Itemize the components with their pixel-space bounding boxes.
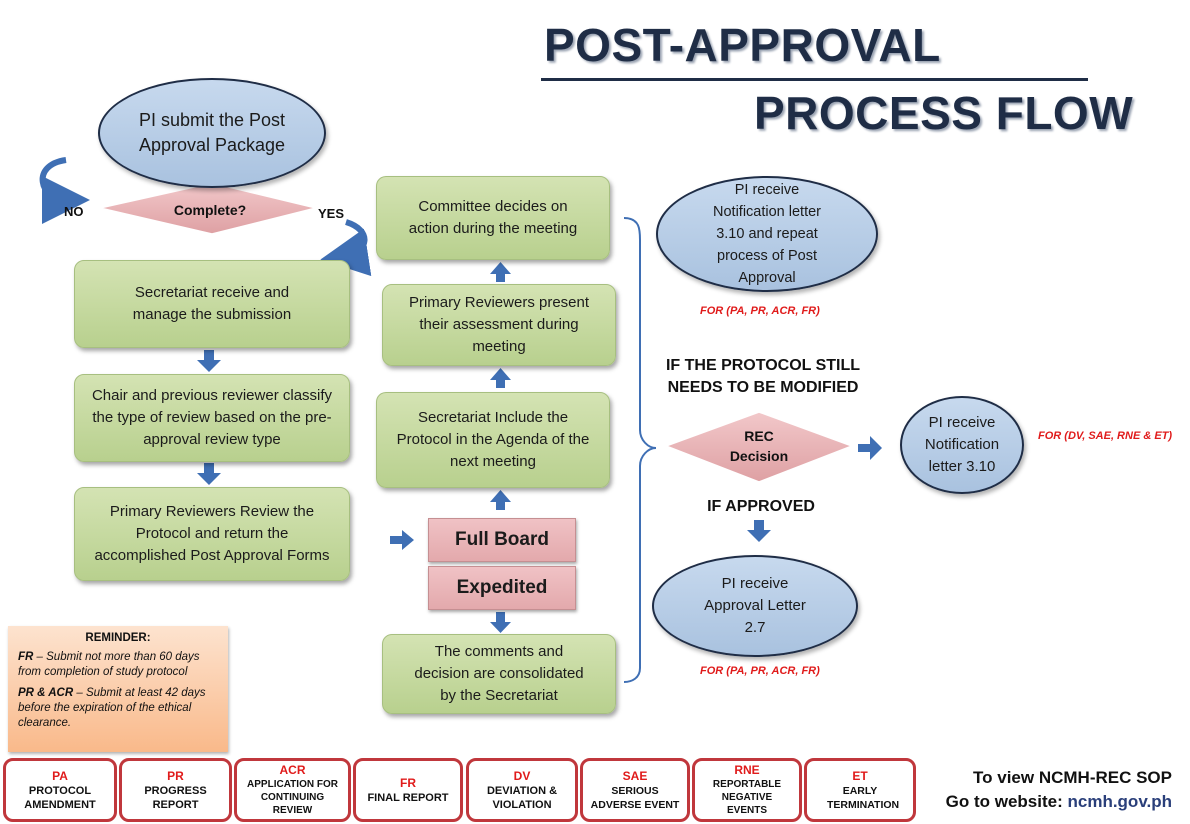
yes-label: YES [318,206,345,221]
start-text: PI submit the Post Approval Package [138,110,286,155]
approval-text: PI receive Approval Letter 2.7 [704,575,806,636]
step-primary-review-text: Primary Reviewers Review the Protocol an… [94,503,330,564]
down-arrow-2 [197,463,221,485]
step-present-assessment: Primary Reviewers present their assessme… [382,284,616,366]
legend-et-name: EARLY TERMINATION [827,784,900,811]
notify-repeat-for: FOR (PA, PR, ACR, FR) [700,305,820,317]
legend-et: ET EARLY TERMINATION [804,758,916,822]
reminder-item-fr: FR – Submit not more than 60 days from c… [18,650,218,680]
legend-et-abbr: ET [852,768,868,783]
modify-label: IF THE PROTOCOL STILL NEEDS TO BE MODIFI… [665,357,861,396]
start-ellipse: PI submit the Post Approval Package [98,78,326,188]
step-present-assessment-text: Primary Reviewers present their assessme… [408,294,590,355]
down-arrow-approved [747,520,771,542]
step-committee-decides: Committee decides on action during the m… [376,176,610,260]
reminder-item-pr-acr-abbr: PR & ACR [18,687,74,699]
step-secretariat-receive-text: Secretariat receive and manage the submi… [132,284,292,323]
legend-acr: ACR APPLICATION FOR CONTINUING REVIEW [234,758,351,822]
rec-decision-diamond [663,411,855,483]
step-committee-decides-text: Committee decides on action during the m… [408,198,578,237]
title-line-1: POST-APPROVAL [544,19,941,71]
right-arrow-notify [858,436,882,460]
legend-pa-abbr: PA [52,768,68,783]
legend-sae-name: SERIOUS ADVERSE EVENT [590,784,680,811]
up-arrow-2 [490,368,511,388]
approved-label: IF APPROVED [707,498,815,515]
step-primary-review: Primary Reviewers Review the Protocol an… [74,487,350,581]
rec-decision-label: REC Decision [729,428,789,464]
legend-pr-name: PROGRESS REPORT [144,784,207,811]
legend-acr-abbr: ACR [279,763,306,777]
legend-pa-name: PROTOCOL AMENDMENT [24,784,96,811]
legend-pa: PA PROTOCOL AMENDMENT [3,758,117,822]
legend-rne: RNE REPORTABLE NEGATIVE EVENTS [692,758,802,822]
legend-rne-abbr: RNE [734,763,760,777]
title-divider [541,78,1088,81]
step-classify-review: Chair and previous reviewer classify the… [74,374,350,462]
grouping-bracket [623,217,657,683]
expedited-box: Expedited [428,566,576,610]
notify-repeat-text: PI receive Notification letter 3.10 and … [713,182,821,286]
step-consolidate-text: The comments and decision are consolidat… [414,643,584,704]
legend-dv-name: DEVIATION & VIOLATION [486,784,558,811]
sop-website-link[interactable]: ncmh.gov.ph [1067,792,1172,811]
reminder-heading: REMINDER: [85,632,151,644]
legend-pr: PR PROGRESS REPORT [119,758,232,822]
legend-pr-abbr: PR [167,768,184,783]
complete-diamond [99,182,317,235]
reminder-item-fr-text: – Submit not more than 60 days from comp… [18,651,200,678]
notify-text: PI receive Notification letter 3.10 [924,414,1000,475]
reminder-item-fr-abbr: FR [18,651,34,663]
reminder-box: REMINDER: FR – Submit not more than 60 d… [8,626,228,752]
legend-fr-abbr: FR [400,775,416,790]
up-arrow-1 [490,490,511,510]
full-board-box: Full Board [428,518,576,562]
approval-for: FOR (PA, PR, ACR, FR) [700,665,820,677]
reminder-item-pr-acr: PR & ACR – Submit at least 42 days befor… [18,686,218,731]
step-classify-review-text: Chair and previous reviewer classify the… [91,387,333,448]
notify-for: FOR (DV, SAE, RNE & ET) [1038,430,1173,442]
sop-line-2: Go to website: ncmh.gov.ph [946,790,1172,814]
sop-line-1: To view NCMH-REC SOP [973,768,1172,787]
step-secretariat-receive: Secretariat receive and manage the submi… [74,260,350,348]
step-consolidate: The comments and decision are consolidat… [382,634,616,714]
notify-ellipse: PI receive Notification letter 3.10 [900,396,1024,494]
legend-dv-abbr: DV [513,768,531,783]
step-include-agenda: Secretariat Include the Protocol in the … [376,392,610,488]
legend-fr: FR FINAL REPORT [353,758,463,822]
legend-sae-abbr: SAE [622,768,648,783]
legend-dv: DV DEVIATION & VIOLATION [466,758,578,822]
no-loop-arrow [39,157,90,224]
yes-loop-arrow [320,219,372,277]
legend-rne-name: REPORTABLE NEGATIVE EVENTS [712,779,782,816]
down-arrow-3 [490,612,511,633]
up-arrow-3 [490,262,511,282]
step-include-agenda-text: Secretariat Include the Protocol in the … [396,409,590,470]
no-label: NO [64,204,84,219]
approval-ellipse: PI receive Approval Letter 2.7 [652,555,858,657]
down-arrow-1 [197,350,221,372]
sop-line-2-prefix: Go to website: [945,792,1063,811]
title-line-2: PROCESS FLOW [754,87,1134,139]
notify-repeat-ellipse: PI receive Notification letter 3.10 and … [656,176,878,292]
sop-info: To view NCMH-REC SOP Go to website: ncmh… [946,766,1172,814]
complete-label: Complete? [173,202,247,218]
right-arrow-fullboard [390,530,414,550]
legend-sae: SAE SERIOUS ADVERSE EVENT [580,758,690,822]
legend-fr-name: FINAL REPORT [367,791,449,804]
legend-acr-name: APPLICATION FOR CONTINUING REVIEW [247,779,338,816]
reminder-item-pr-acr-text: – Submit at least 42 days before the exp… [18,687,206,729]
